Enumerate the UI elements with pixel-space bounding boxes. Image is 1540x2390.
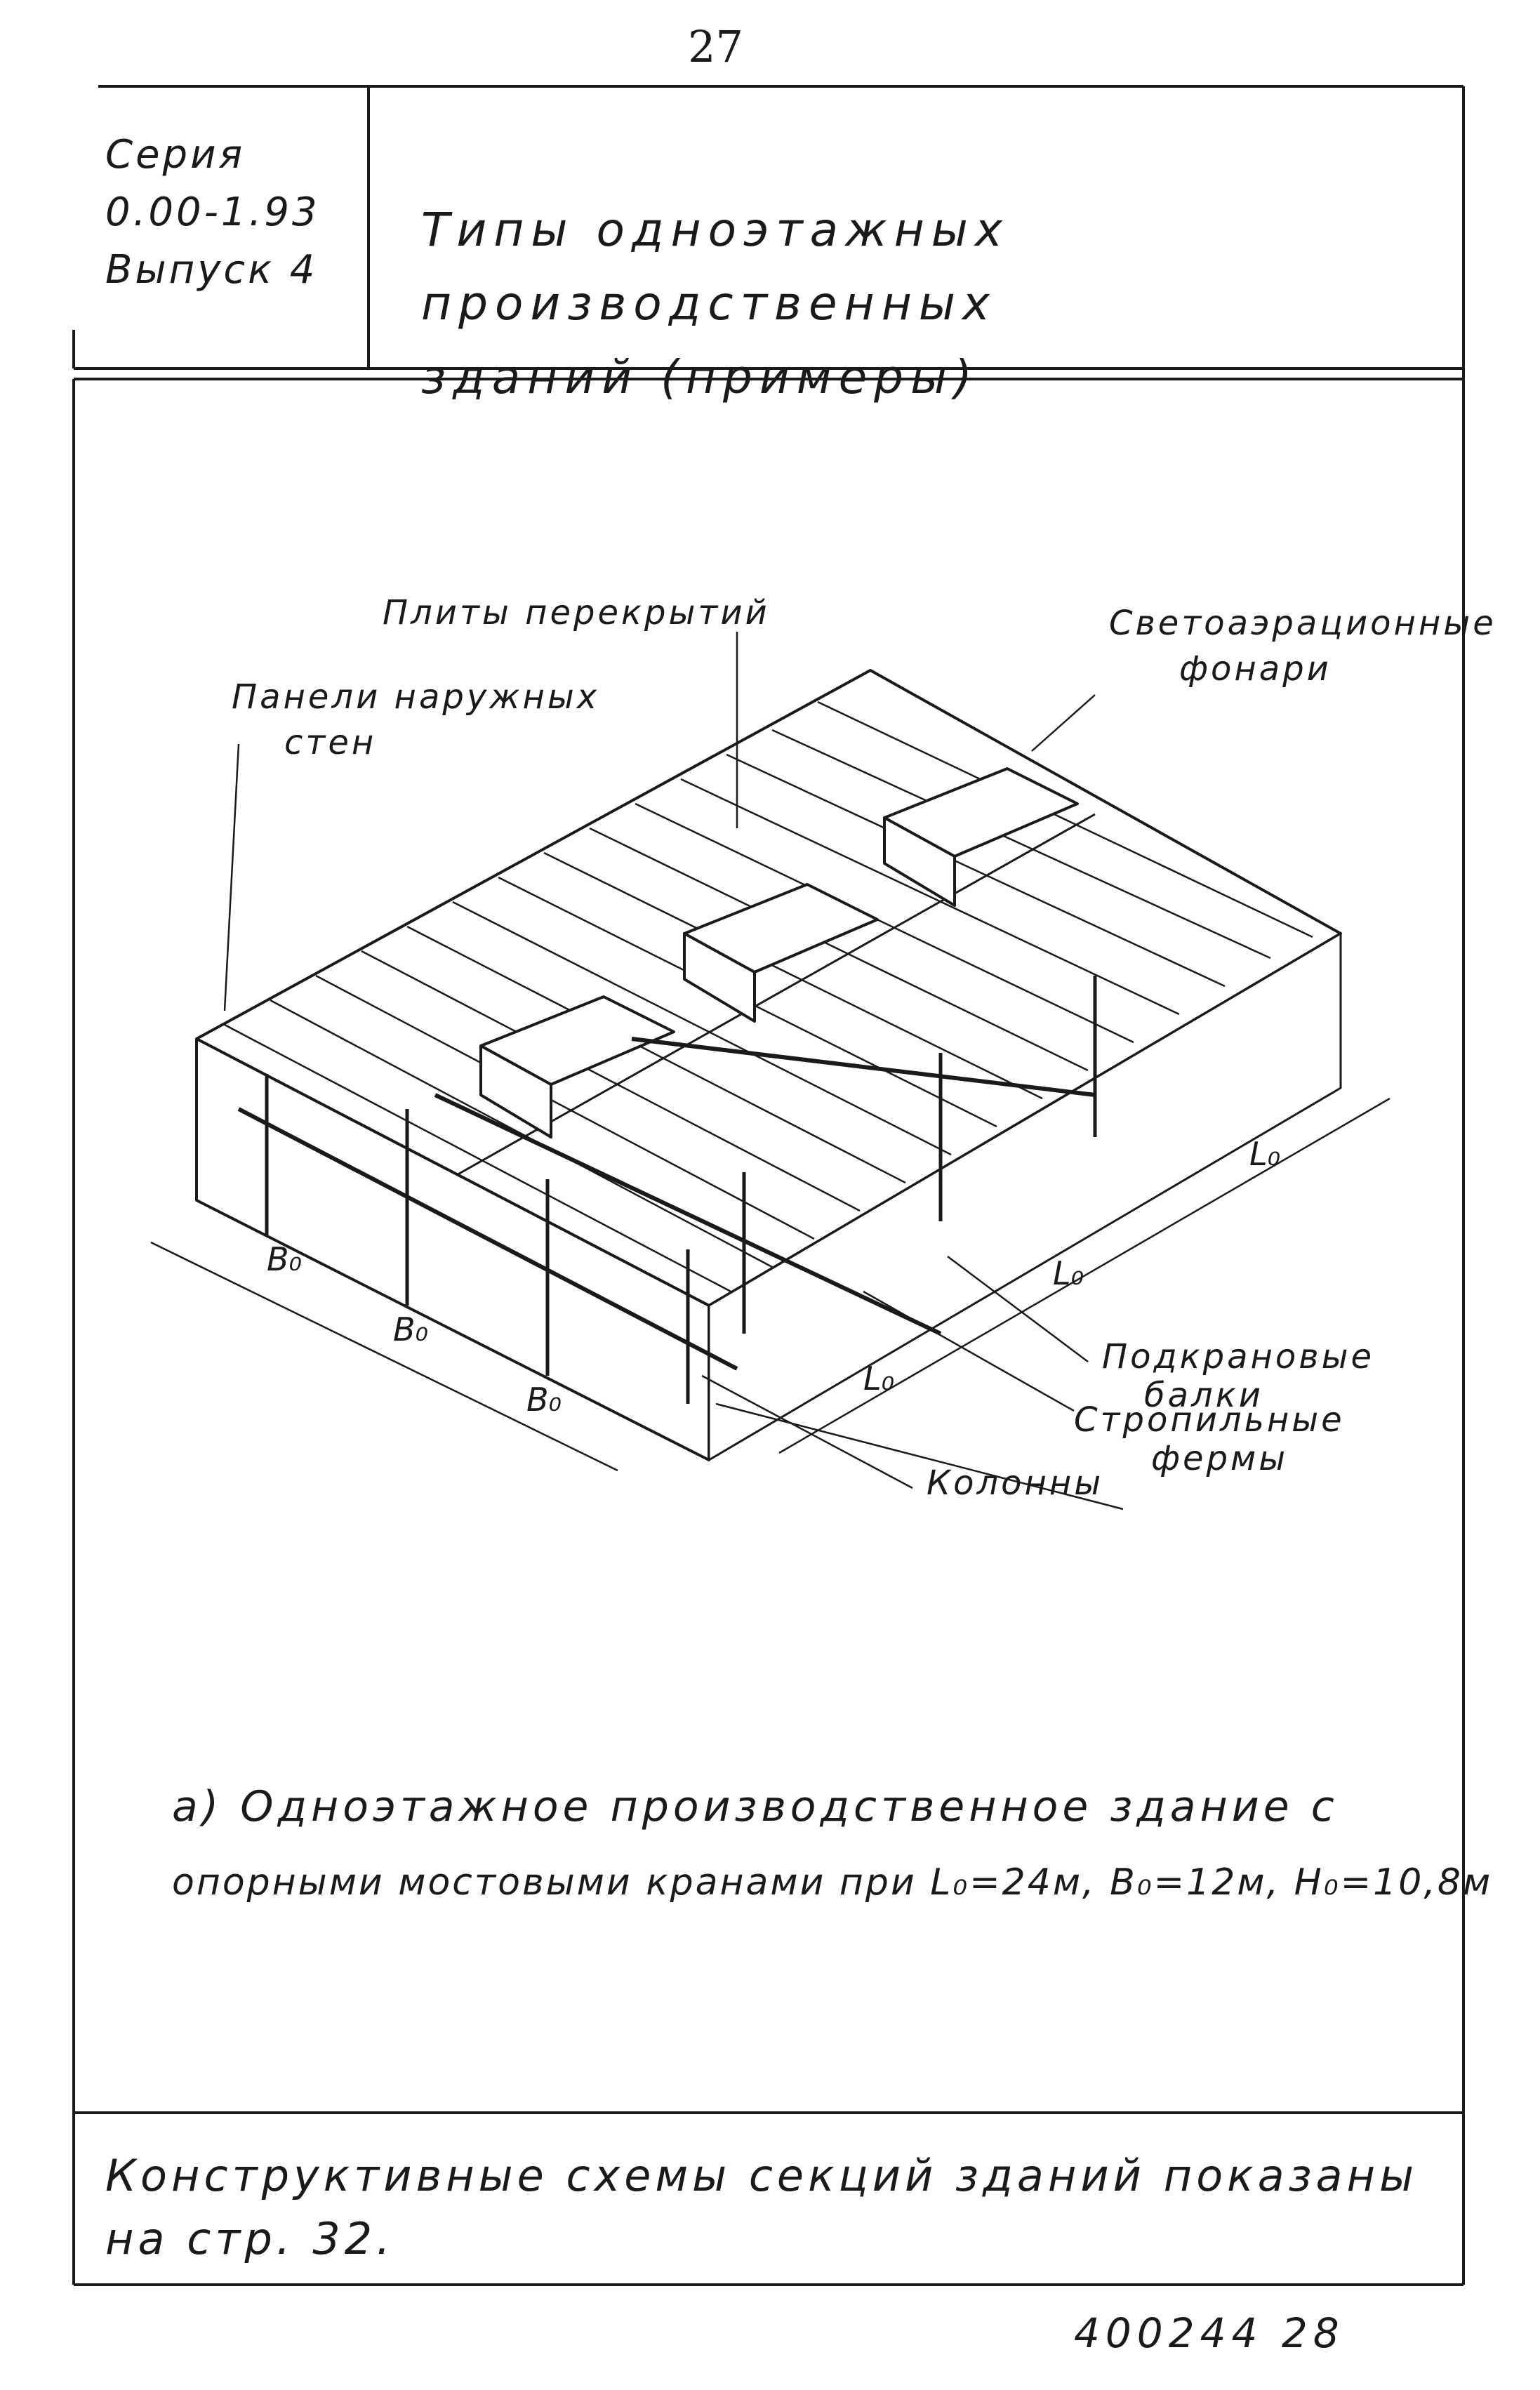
caption-line-2: опорными мостовыми кранами при L₀=24м, B… <box>172 1861 1493 1904</box>
series-block: Серия 0.00-1.93 Выпуск 4 <box>105 126 320 299</box>
label-trusses-2: фермы <box>1151 1439 1289 1478</box>
document-title: Типы одноэтажных производственных зданий… <box>421 193 1540 414</box>
skylights <box>479 767 1079 1138</box>
label-skylights-1: Светоаэрационные <box>1109 604 1496 643</box>
label-crane-beams-1: Подкрановые <box>1102 1337 1374 1376</box>
dim-b3: B₀ <box>526 1381 562 1419</box>
label-wall-panels-2: стен <box>284 723 377 762</box>
footer-note-line-1: Конструктивные схемы секций зданий показ… <box>105 2150 1419 2201</box>
issue-label: Выпуск 4 <box>105 247 318 293</box>
dim-l2: L₀ <box>1053 1254 1084 1292</box>
label-floor-slabs: Плиты перекрытий <box>383 593 770 632</box>
label-wall-panels-1: Панели наружных <box>232 677 600 717</box>
label-trusses-1: Стропильные <box>1074 1400 1345 1440</box>
archive-stamp: 400244 28 <box>1074 2309 1345 2357</box>
dimension-lines <box>150 1097 1390 1511</box>
dim-b2: B₀ <box>393 1310 428 1348</box>
dim-l1: L₀ <box>863 1360 894 1398</box>
title-line-1: Типы одноэтажных производственных <box>421 203 1009 331</box>
page-number: 27 <box>688 21 743 72</box>
label-columns: Колонны <box>927 1463 1104 1503</box>
dim-b1: B₀ <box>267 1240 302 1278</box>
footer-note: Конструктивные схемы секций зданий показ… <box>105 2144 1418 2271</box>
dim-l3: L₀ <box>1249 1135 1280 1173</box>
figure-caption: а) Одноэтажное производственное здание с… <box>172 1769 1492 1920</box>
footer-note-line-2: на стр. 32. <box>105 2213 394 2264</box>
series-label: Серия <box>105 132 246 178</box>
label-skylights-2: фонари <box>1179 649 1332 689</box>
leader-lines <box>223 632 1096 1489</box>
caption-line-1: а) Одноэтажное производственное здание с <box>172 1782 1339 1831</box>
crane-beams <box>237 1037 1096 1371</box>
label-crane-beams-2: балки <box>1144 1376 1263 1415</box>
title-line-2: зданий (примеры) <box>421 350 979 404</box>
columns <box>265 976 1097 1404</box>
series-number: 0.00-1.93 <box>105 190 320 235</box>
